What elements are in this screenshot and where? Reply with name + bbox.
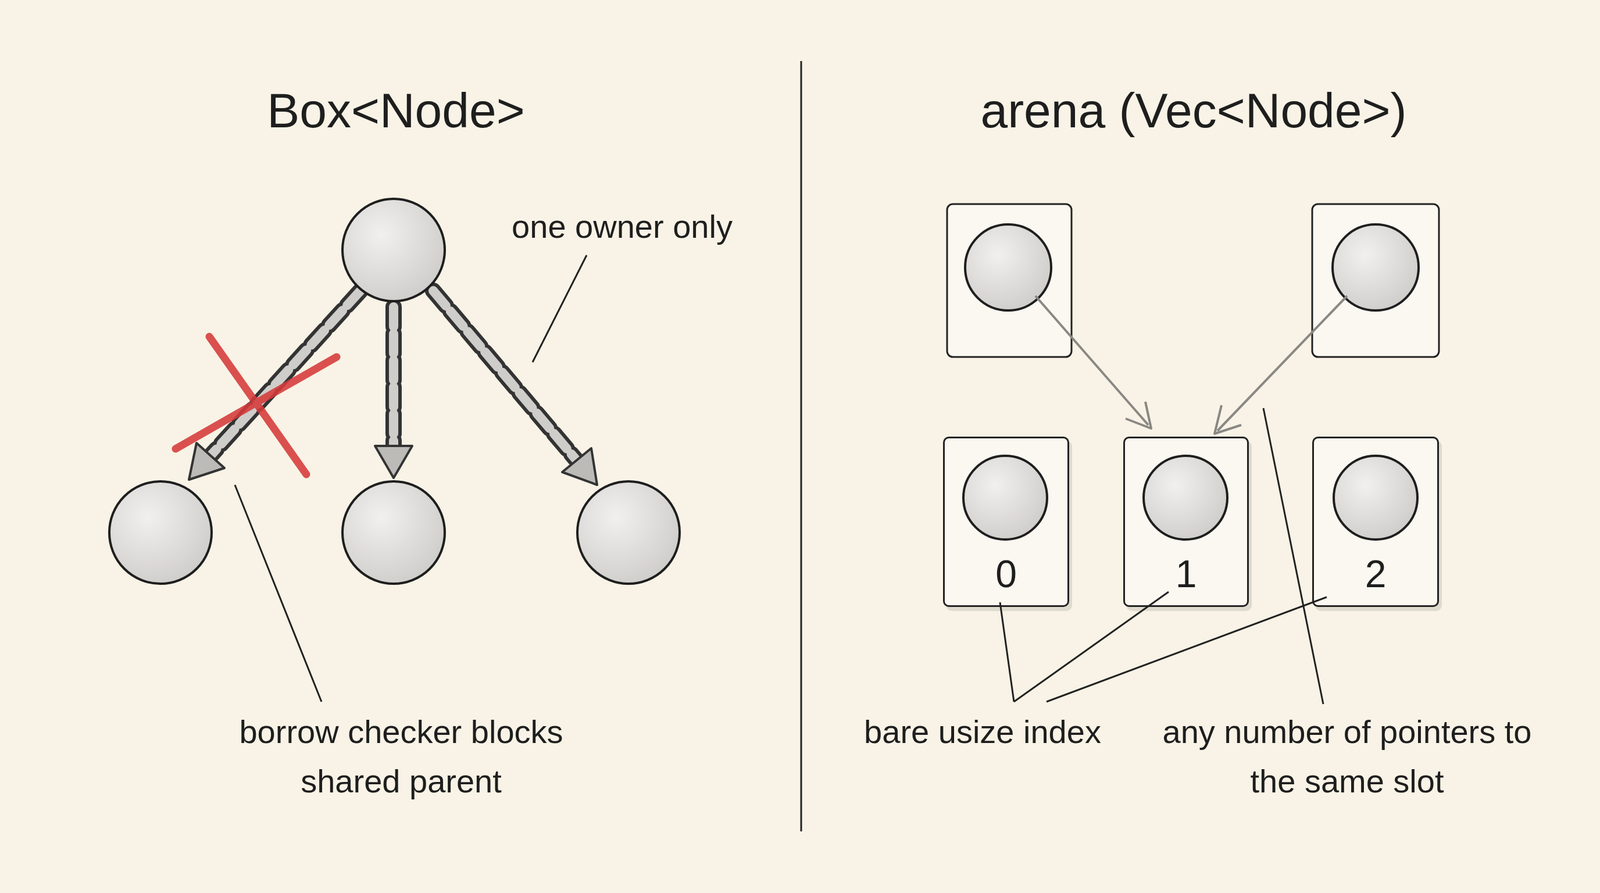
slot-circle	[1333, 455, 1418, 540]
pointer-arrow	[1214, 295, 1348, 434]
arena-slot-box	[947, 204, 1072, 357]
leader-line	[1000, 408, 1327, 705]
leader-line	[234, 484, 322, 702]
slot-circle	[1143, 455, 1228, 540]
chain	[375, 306, 413, 478]
panel-title: arena (Vec<Node>)	[844, 80, 1543, 141]
callout-text: one owner only	[418, 203, 826, 250]
arena-slot-box: 1	[1123, 436, 1249, 607]
callout-text: any number of pointers to the same slot	[1155, 706, 1539, 806]
root-circle	[342, 198, 445, 302]
slot-circle	[1332, 224, 1419, 311]
divider-line	[800, 61, 803, 832]
slot-circle	[963, 455, 1048, 540]
callout-text: borrow checker blocks shared parent	[209, 706, 594, 806]
panel-title: Box<Node>	[134, 80, 658, 141]
chain	[433, 290, 598, 485]
slot-index: 2	[1365, 550, 1387, 598]
callout-text: bare usize index	[779, 706, 1187, 757]
red-cross	[175, 336, 337, 475]
leader-line	[532, 255, 587, 363]
child-circle	[577, 481, 680, 584]
chain	[188, 290, 361, 480]
child-circle	[109, 481, 212, 584]
pointer-arrow	[1035, 295, 1152, 429]
arena-slot-box: 0	[943, 436, 1070, 607]
arena-slot-box: 2	[1312, 436, 1439, 607]
slot-circle	[965, 224, 1052, 311]
slot-index: 1	[1175, 550, 1198, 598]
child-circle	[342, 481, 445, 584]
slot-index: 0	[995, 550, 1017, 598]
arena-slot-box	[1312, 204, 1439, 357]
